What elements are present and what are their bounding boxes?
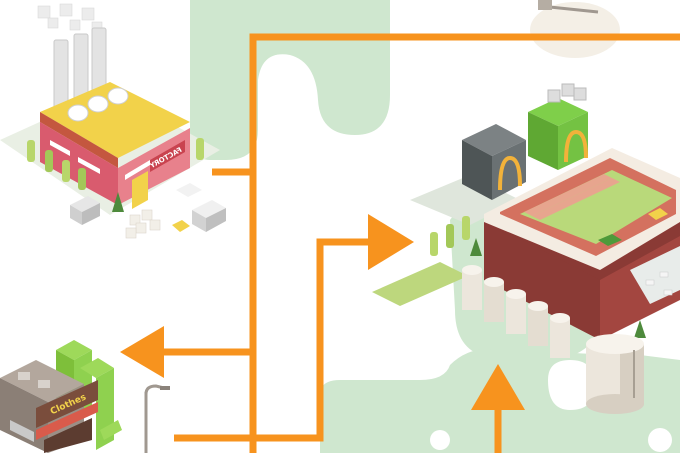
factory-icon: FACTORY xyxy=(0,3,226,239)
crane-icon xyxy=(530,0,620,58)
arrowhead-right xyxy=(368,214,414,270)
flow-arrows xyxy=(160,33,680,453)
processing-plant-icon xyxy=(372,83,680,414)
arrow-line-to-plant xyxy=(174,238,372,442)
arrow-heads xyxy=(120,214,525,410)
arrowhead-up xyxy=(471,364,525,410)
clothes-shop-icon: Clothes xyxy=(0,340,122,453)
blob-dots xyxy=(430,428,672,452)
arrow-line-trunk xyxy=(249,33,680,453)
arrowhead-left xyxy=(120,326,164,378)
street-lamp-icon xyxy=(144,384,170,453)
